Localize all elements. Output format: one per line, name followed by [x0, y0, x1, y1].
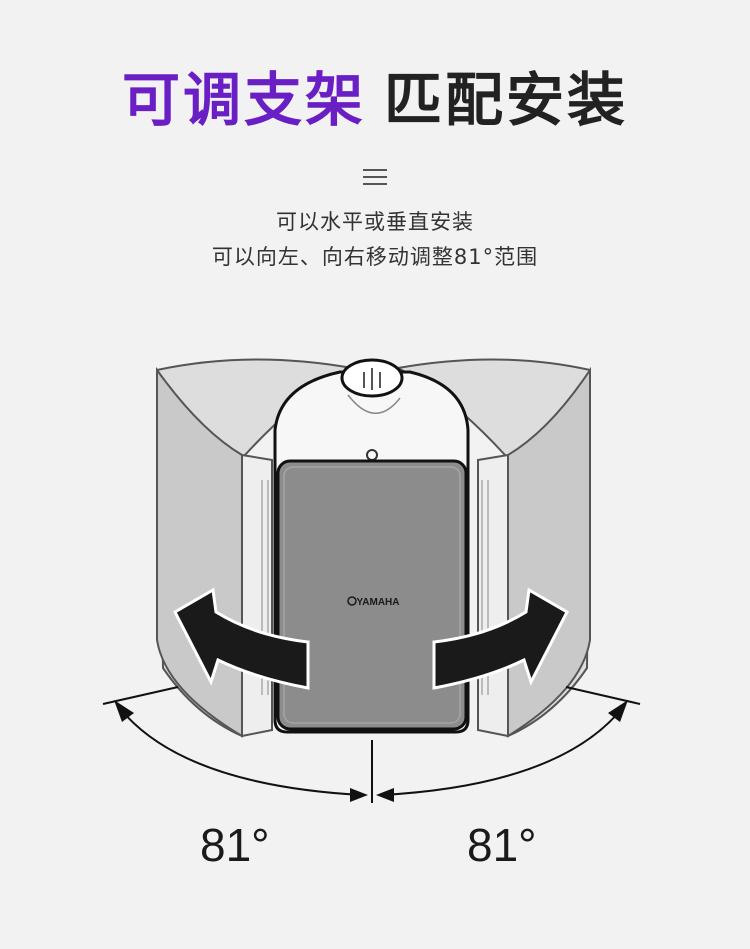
rotate-right-arrow-icon	[432, 587, 569, 690]
main-speaker	[273, 358, 470, 734]
subtitle-line-2: 可以向左、向右移动调整81°范围	[211, 245, 539, 269]
subtitle-line-1: 可以水平或垂直安装	[276, 210, 474, 234]
speaker-rotation-illustration: YAMAHA	[102, 358, 641, 803]
arc-arrowhead-left-top	[114, 700, 134, 722]
angle-label-left: 81°	[200, 819, 270, 871]
title-highlight: 可调支架	[121, 66, 366, 134]
rotate-left-arrow-icon	[173, 587, 310, 690]
arc-arrowhead-right-top	[608, 700, 628, 722]
brand-emblem-icon	[347, 596, 357, 606]
title-rest: 匹配安装	[384, 66, 629, 134]
page-title: 可调支架匹配安装	[0, 66, 750, 136]
arc-arrowhead-right-bottom	[376, 788, 394, 802]
arc-arrowhead-left-bottom	[350, 788, 368, 802]
menu-icon	[363, 169, 387, 185]
angle-label-right: 81°	[467, 819, 537, 871]
brand-logo: YAMAHA	[357, 597, 400, 608]
